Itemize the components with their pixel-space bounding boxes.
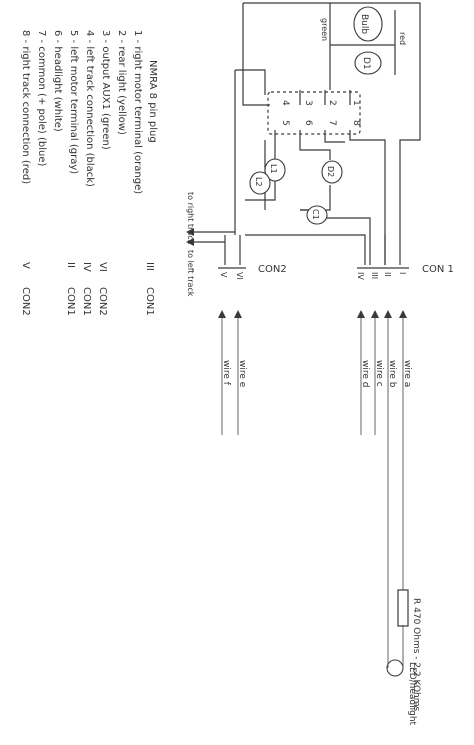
arrow-right-track-head [186,228,194,236]
wire-plug-left [234,69,266,235]
legend-con-vi-roman: VI [97,262,108,272]
plug-pin-1: 1 [351,100,361,106]
legend-con-iv-roman: IV [81,262,92,272]
legend-pin-4: 4 - left track connection (black) [84,30,95,187]
legend-con-v-roman: V [20,262,31,269]
resistor-symbol [397,589,409,627]
legend-pin-6: 6 - headlight (white) [52,30,63,132]
plug-pin-7: 7 [327,120,337,126]
inductor-l1: L1 [264,158,286,182]
plug-pin-6: 6 [303,120,313,126]
con2-label: CON2 [258,264,287,275]
legend-con-vi-con: CON2 [97,287,108,316]
wire-label-red: red [398,32,407,45]
wire-c-label: wire c [374,360,384,387]
wire-f-label: wire f [221,360,231,386]
wire-e-label: wire e [237,360,247,388]
resistor-label: R 470 Ohms - 2.2 KOhms [411,598,421,712]
con2-connector: V VI CON2 [218,264,287,280]
bulb-symbol [353,6,383,42]
track-right-label: to right track [186,192,195,245]
led-symbol [386,659,404,677]
con1-connector: I II III IV CON 1 [356,264,454,280]
resistor: R 470 Ohms - 2.2 KOhms [397,589,421,712]
wire-d-label: wire d [360,360,370,387]
plug-pin-5: 5 [280,120,290,126]
arrow-wire-f [218,310,226,318]
bulb: Bulb [353,6,383,42]
track-left-label: to left track [186,250,195,297]
bulb-label: Bulb [359,14,369,34]
arrow-wire-c [371,310,379,318]
legend-con-iii-con: CON1 [144,287,155,316]
legend-con-ii-con: CON1 [65,287,76,316]
diode-d2: D2 [321,160,343,184]
wire-led-return [387,435,404,660]
l2-symbol [249,171,271,195]
led-leads [387,660,404,668]
legend-con-iii-roman: III [144,262,155,271]
d1-symbol [354,51,382,75]
c1-label: C1 [311,209,320,220]
d1-label: D1 [361,57,371,70]
legend-pin-5: 5 - left motor terminal (gray) [68,30,79,174]
wire-l1 [245,150,276,201]
l2-label: L2 [254,177,263,187]
legend-pin-3: 3 - output AUX1 (green) [100,30,111,150]
legend-pin-2: 2 - rear light (yellow) [116,30,127,135]
arrows [186,228,407,318]
l1-label: L1 [269,164,278,174]
plug-pin-8: 8 [351,120,361,126]
con1-pin-iii: III [370,272,379,279]
wire-label-green: green [320,18,329,41]
wire-bottom-bus [245,234,386,265]
wire-frame-top [242,3,270,106]
wire-bulb-rail [329,3,396,90]
plug-pin-3: 3 [303,100,313,106]
con1-label: CON 1 [422,264,454,275]
nmra-plug: 4 3 2 1 5 6 7 8 [267,91,361,135]
legend-title: NMRA 8 pin plug [147,60,158,143]
con1-pin-i: I [398,272,407,274]
c1-symbol [306,205,328,225]
wire-b-label: wire b [387,360,397,388]
arrow-left-track-head [186,238,194,246]
wire-plug-bottom [274,130,386,265]
legend-pin-7: 7 - common (+ pole) (blue) [36,30,47,167]
legend-pin-8: 8 - right track connection (red) [20,30,31,184]
wire-labels: wire e wire f wire a wire b wire c wire … [221,360,412,388]
wiring [221,2,421,660]
wire-frame-right [243,2,421,265]
arrow-wire-b [384,310,392,318]
legend-pin-1: 1 - right motor terminal (orange) [132,30,143,194]
legend-con-iv-con: CON1 [81,287,92,316]
arrow-wire-e [234,310,242,318]
con1-pin-ii: II [383,272,392,277]
inductor-l2: L2 [249,171,271,195]
led: LED/headlight [386,659,417,726]
d2-label: D2 [326,166,335,177]
led-label: LED/headlight [407,662,417,726]
legend: NMRA 8 pin plug 1 - right motor terminal… [20,30,158,316]
plug-body [267,91,361,135]
wire-a-label: wire a [402,360,412,387]
con1-pin-iv: IV [356,272,365,280]
con2-pin-vi: VI [235,272,244,280]
l1-symbol [264,158,286,182]
diode-d1: D1 [354,51,382,75]
arrow-wire-d [357,310,365,318]
plug-pin-2: 2 [327,100,337,106]
d2-symbol [321,160,343,184]
arrow-wire-a [399,310,407,318]
con2-pin-v: V [219,272,228,278]
legend-con-ii-roman: II [65,262,76,268]
legend-con-v-con: CON2 [20,287,31,316]
capacitor-c1: C1 [306,205,328,225]
plug-pin-4: 4 [280,100,290,106]
